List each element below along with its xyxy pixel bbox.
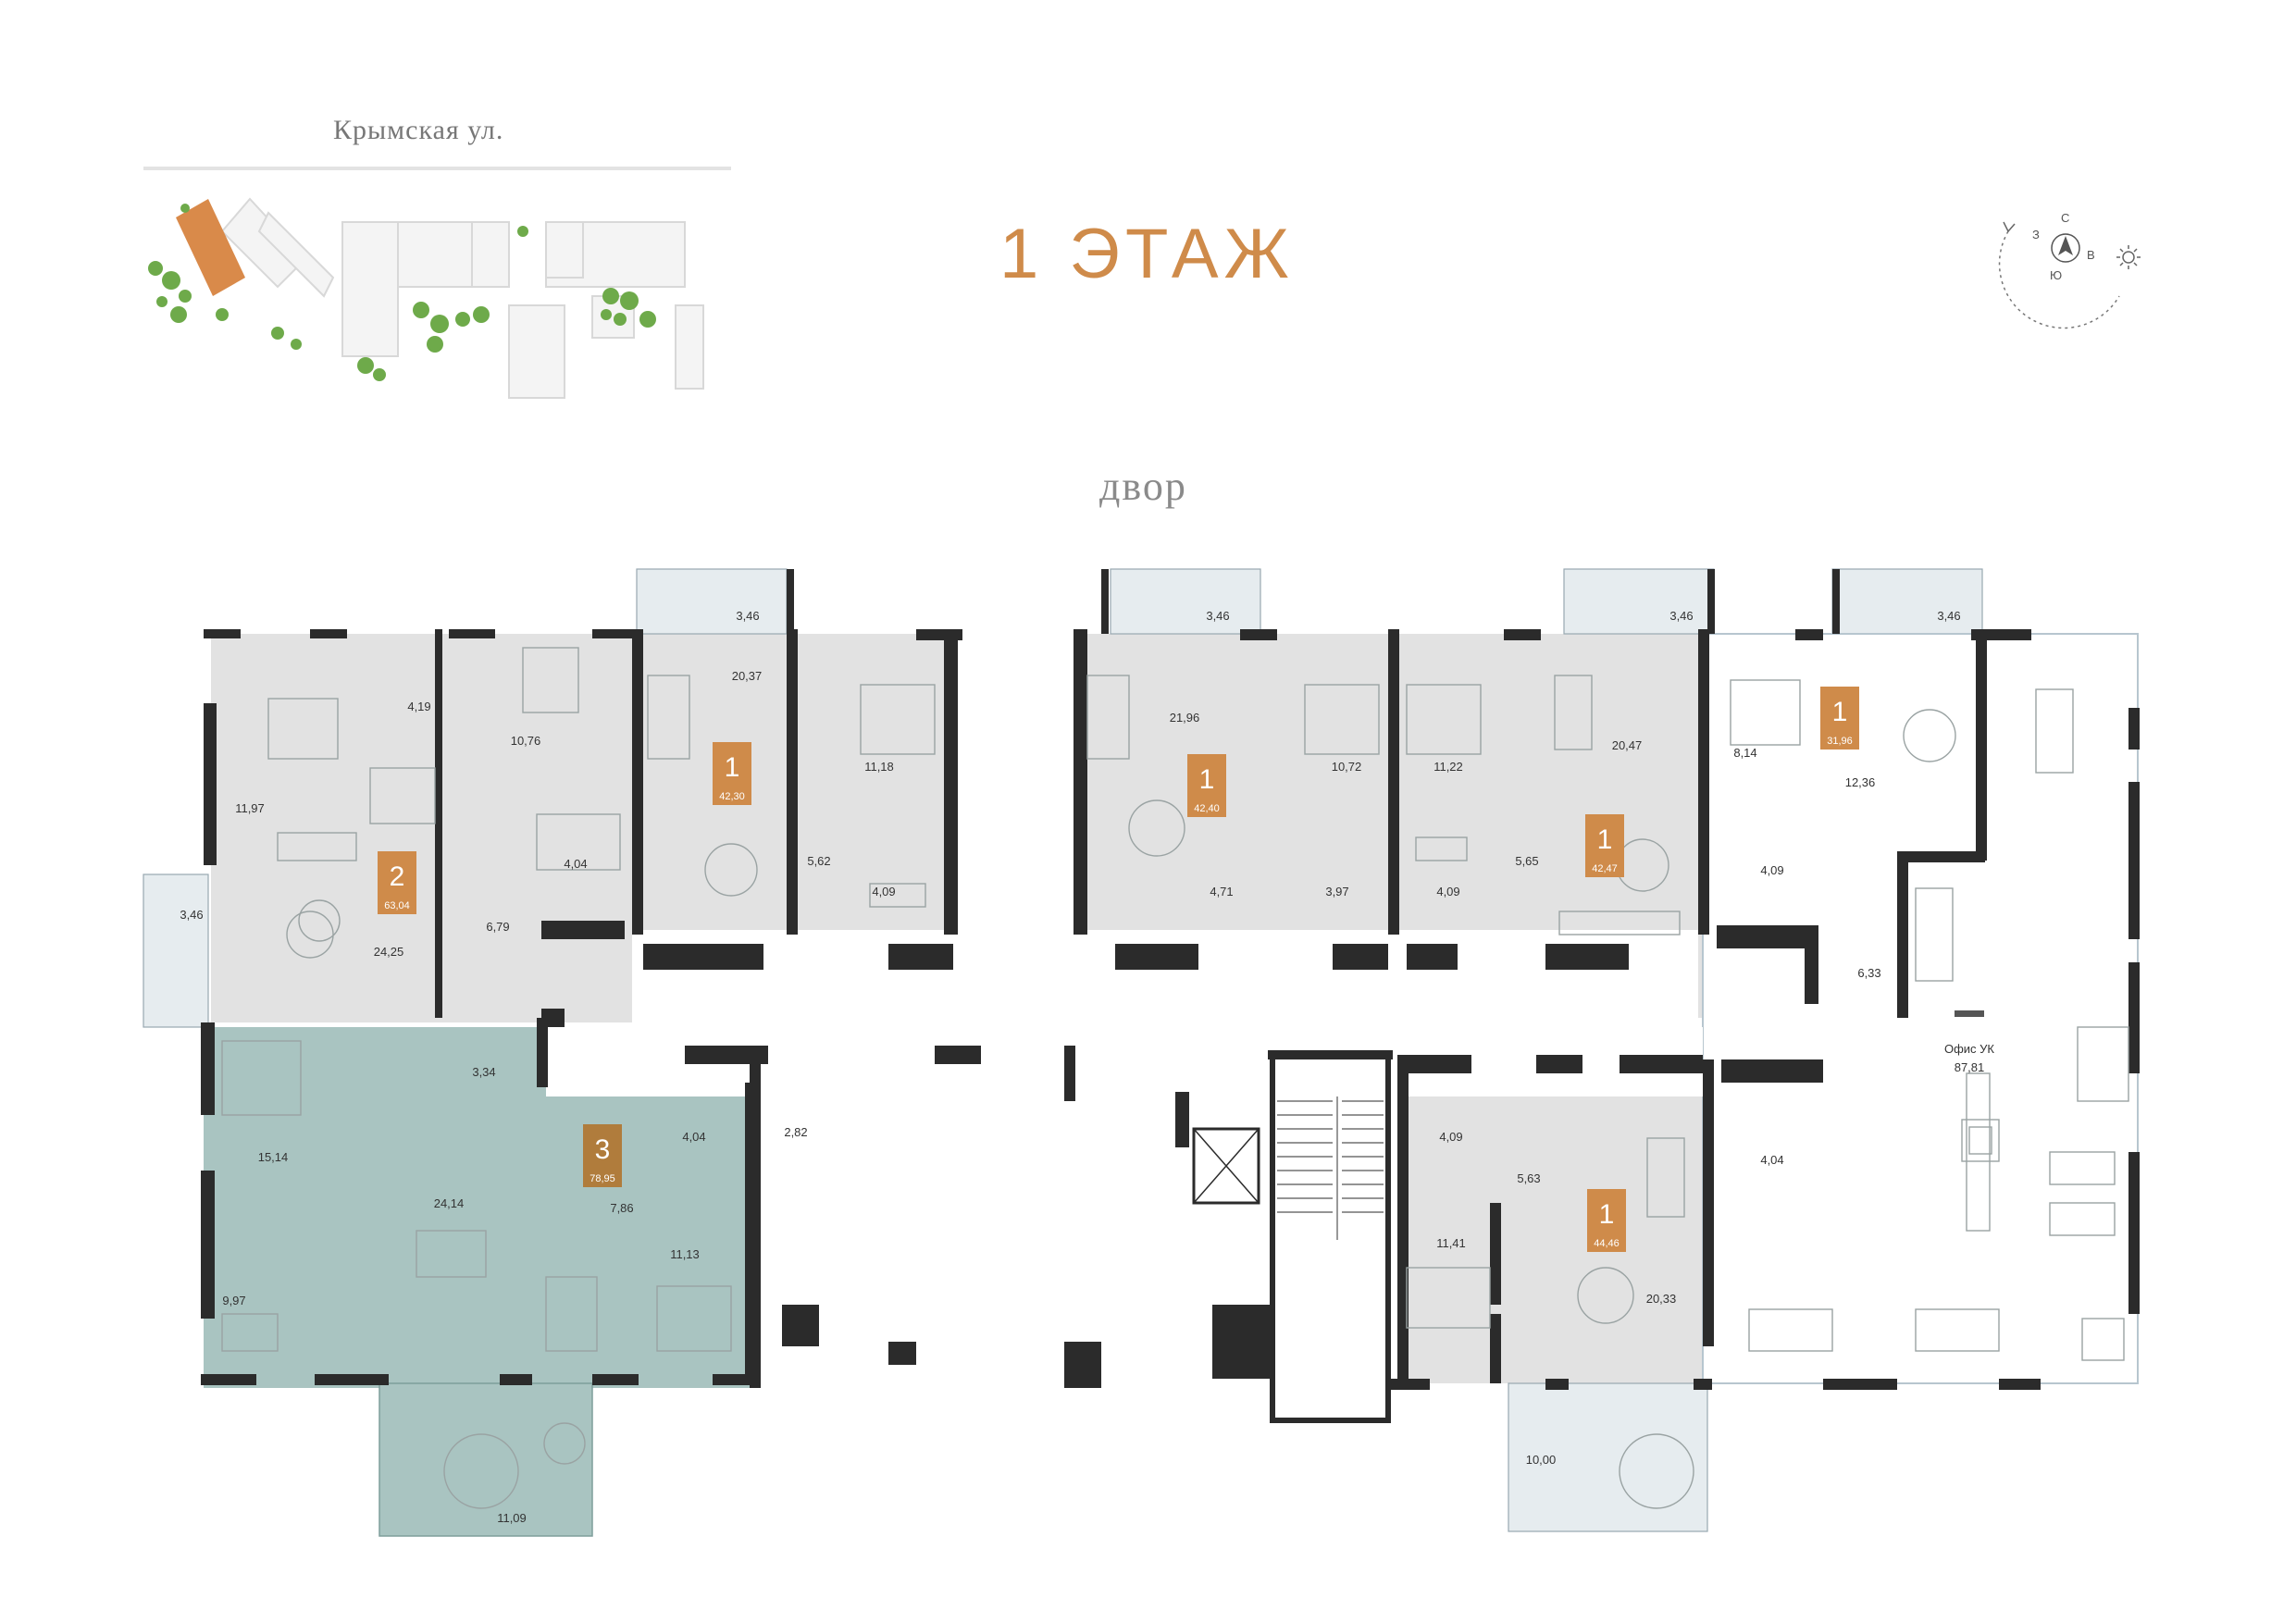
compass-ring-icon [2051,233,2080,263]
room-area: 2,82 [784,1125,807,1139]
apartment-badge[interactable]: 2 63,04 [378,851,416,914]
room-area: 3,46 [180,908,203,922]
room-area: 6,33 [1857,966,1880,980]
svg-text:42,30: 42,30 [719,791,745,802]
street-line [143,167,731,170]
room-area: 3,46 [736,609,759,623]
svg-text:42,40: 42,40 [1194,803,1220,814]
room-area: 24,14 [434,1196,465,1210]
room-area: 4,71 [1210,885,1233,898]
svg-text:2: 2 [390,861,405,892]
room-area: 10,76 [511,734,541,748]
room-area: 15,14 [258,1150,289,1164]
balcony [1831,568,1983,635]
svg-text:63,04: 63,04 [384,900,410,911]
room-area: 20,37 [732,669,763,683]
balcony [1563,568,1715,635]
room-area: 5,65 [1515,854,1538,868]
balcony [1110,568,1261,635]
street-label: Крымская ул. [333,115,503,145]
svg-text:44,46: 44,46 [1594,1238,1620,1249]
apartment-badge[interactable]: 1 42,40 [1187,754,1226,817]
room-area: 4,09 [872,885,895,898]
compass-south: Ю [2050,268,2062,282]
balcony [636,568,788,635]
room-area: 20,33 [1646,1292,1677,1306]
svg-text:1: 1 [1599,1199,1615,1230]
room-area: 11,13 [670,1247,700,1261]
north-arrow-icon [2058,236,2073,255]
room-area: 3,46 [1206,609,1229,623]
balconies [143,568,1983,1532]
room-area: 4,09 [1439,1130,1462,1144]
room-area: 5,62 [807,854,830,868]
room-area: 8,14 [1733,746,1756,760]
room-area: 11,97 [235,801,265,815]
office-area: 87,81 [1955,1060,1985,1074]
room-areas: 4,19 10,76 11,97 24,25 6,79 4,04 3,46 3,… [180,609,1960,1525]
furniture [221,647,2129,1509]
room-area: 3,46 [1669,609,1693,623]
stairwell [1192,1052,1391,1423]
svg-text:78,95: 78,95 [590,1173,615,1184]
svg-text:1: 1 [1199,764,1215,795]
room-area: 9,97 [222,1294,245,1307]
room-area: 4,04 [682,1130,705,1144]
yard-label: двор [1099,464,1187,509]
apartment-1e-fill[interactable] [1397,1059,1703,1383]
room-area: 3,46 [1937,609,1960,623]
apartment-3-terrace[interactable] [379,1382,593,1537]
room-area: 11,09 [497,1511,527,1525]
balcony [1508,1382,1708,1532]
compass-west: З [2032,228,2040,242]
apartment-badge[interactable]: 1 31,96 [1820,687,1859,750]
svg-text:42,47: 42,47 [1592,863,1618,874]
room-area: 7,86 [610,1201,633,1215]
apartment-1c-fill[interactable] [1388,634,1698,930]
compass-east: В [2087,248,2095,262]
room-area: 11,22 [1433,760,1463,774]
svg-text:31,96: 31,96 [1827,736,1853,747]
sun-icon [2116,245,2141,269]
apartment-badge[interactable]: 1 42,47 [1585,814,1624,877]
room-area: 10,72 [1332,760,1362,774]
room-area: 10,00 [1526,1453,1557,1467]
apartment-badge[interactable]: 1 42,30 [713,742,751,805]
location-map [148,197,704,399]
walls [201,569,2140,1390]
room-area: 11,18 [864,760,894,774]
floor-title: 1 ЭТАЖ [999,215,1295,293]
room-area: 5,63 [1517,1171,1540,1185]
compass: С З В Ю [1998,211,2141,329]
room-area: 3,97 [1325,885,1348,898]
room-area: 4,09 [1436,885,1459,898]
svg-text:3: 3 [595,1134,611,1165]
room-area: 4,19 [407,700,430,713]
compass-north: С [2061,211,2069,225]
office-name: Офис УК [1944,1042,1994,1056]
apartment-badge[interactable]: 1 44,46 [1587,1189,1626,1252]
room-area: 4,09 [1760,863,1783,877]
apartment-1b-fill[interactable] [1074,634,1388,930]
room-area: 6,79 [486,920,509,934]
svg-text:1: 1 [1597,824,1613,855]
room-area: 12,36 [1845,775,1876,789]
svg-text:1: 1 [725,752,740,783]
office-area[interactable] [1702,633,2139,1384]
room-area: 4,04 [564,857,587,871]
room-area: 11,41 [1436,1236,1466,1250]
room-area: 24,25 [374,945,404,959]
office-label: Офис УК 87,81 [1944,1010,1994,1074]
room-area: 20,47 [1612,738,1643,752]
balcony [143,873,209,1028]
apartment-2-fill[interactable] [211,634,632,1022]
apartment-badges: 2 63,04 1 42,30 1 42,40 1 42,47 1 31,96 … [378,687,1859,1252]
room-area: 4,04 [1760,1153,1783,1167]
svg-text:1: 1 [1832,697,1848,727]
room-area: 3,34 [472,1065,495,1079]
room-area: 21,96 [1170,711,1200,725]
apartment-badge[interactable]: 3 78,95 [583,1124,622,1187]
